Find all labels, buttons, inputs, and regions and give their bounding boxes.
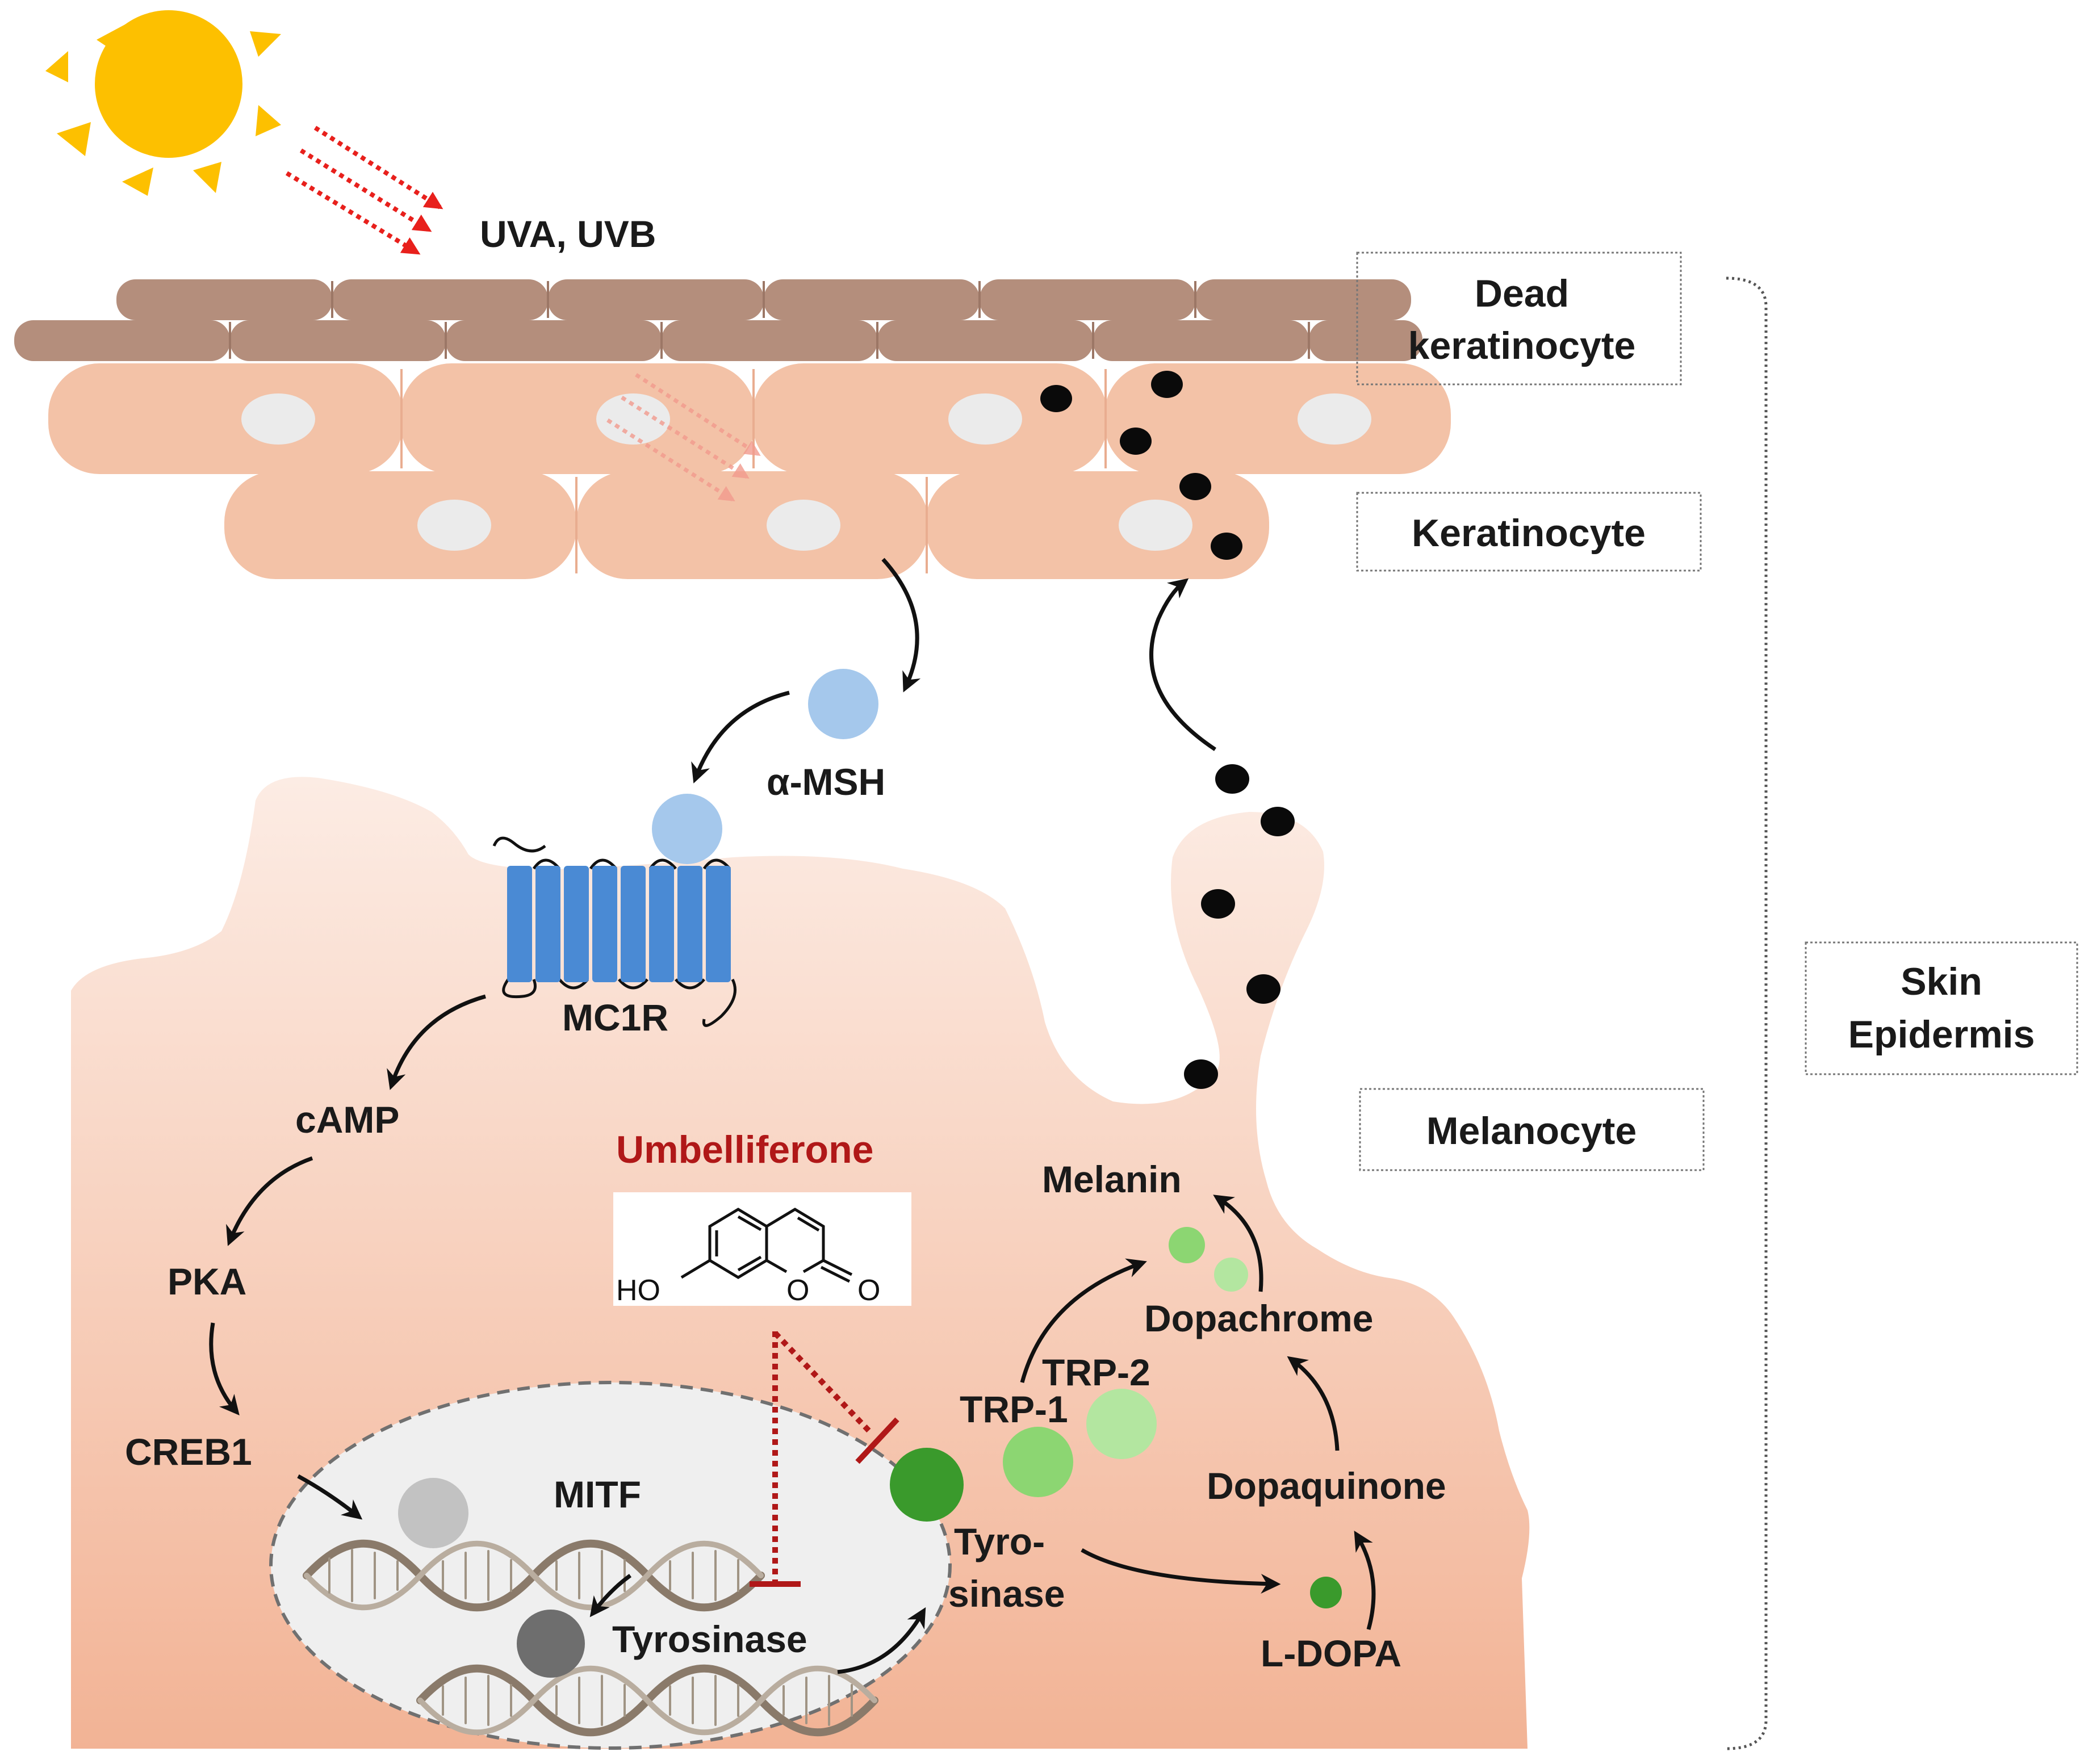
svg-text:keratinocyte: keratinocyte — [1408, 324, 1636, 367]
svg-text:O: O — [786, 1274, 809, 1307]
creb1-label: CREB1 — [125, 1431, 252, 1473]
arrow-melanin-to-keratinocyte — [1149, 578, 1216, 751]
trp2-enzyme — [1086, 1389, 1157, 1459]
arrow-msh-to-mc1r — [691, 690, 790, 783]
arrow-mitf-to-tyrosinase-gene — [589, 1574, 632, 1618]
arrow-gene-to-tyrosinase — [837, 1607, 926, 1674]
svg-text:O: O — [857, 1274, 880, 1307]
arrow-trp-to-melanin — [1020, 1258, 1147, 1383]
arrow-tyrosinase-to-ldopa — [1081, 1548, 1281, 1594]
arrow-dopachrome-to-melanin — [1213, 1195, 1263, 1292]
msh-free — [808, 669, 878, 739]
arrow-ldopa-to-dopaquinone — [1354, 1530, 1376, 1630]
arrow-camp-to-pka — [226, 1156, 313, 1246]
epidermis-bracket — [1726, 276, 1768, 1750]
dead-keratinocyte-box: Dead keratinocyte — [1356, 252, 1682, 386]
tyrosinase-gene-protein — [517, 1610, 585, 1678]
dopachrome-granule-2 — [1214, 1258, 1248, 1292]
keratinocyte-nuclei — [241, 393, 1371, 551]
melanin-in-dendrite — [1184, 764, 1295, 1089]
uv-label: UVA, UVB — [480, 213, 656, 255]
ldopa-label: L-DOPA — [1261, 1632, 1401, 1674]
pka-label: PKA — [168, 1260, 246, 1302]
tyrosinase-gene-label: Tyrosinase — [612, 1618, 807, 1660]
dopachrome-granule-1 — [1169, 1227, 1205, 1263]
tyro-label-line2: sinase — [948, 1573, 1065, 1615]
skin-epidermis-box: Skin Epidermis — [1805, 941, 2078, 1075]
svg-text:Dead: Dead — [1475, 272, 1569, 315]
mc1r-receptor — [492, 836, 736, 1027]
svg-text:Keratinocyte: Keratinocyte — [1412, 512, 1646, 555]
sun-icon — [45, 10, 281, 196]
ldopa-molecule — [1310, 1577, 1342, 1608]
melanin-label: Melanin — [1042, 1158, 1182, 1200]
svg-text:Melanocyte: Melanocyte — [1426, 1109, 1637, 1153]
uv-rays-absorbed — [606, 373, 761, 502]
arrow-mc1r-to-camp — [387, 994, 486, 1090]
arrow-pka-to-creb1 — [209, 1322, 240, 1416]
umbelliferone-structure: HO O O — [613, 1192, 911, 1307]
keratinocyte-box: Keratinocyte — [1356, 492, 1702, 572]
uv-rays — [285, 125, 443, 255]
tyro-label-line1: Tyro- — [954, 1520, 1045, 1562]
dopaquinone-label: Dopaquinone — [1207, 1465, 1446, 1507]
nucleus — [269, 1381, 952, 1750]
mitf-label: MITF — [554, 1473, 641, 1515]
dopachrome-label: Dopachrome — [1144, 1297, 1373, 1339]
arrow-keratinocyte-to-msh — [881, 558, 921, 693]
melanocyte-box: Melanocyte — [1359, 1088, 1705, 1171]
svg-text:Epidermis: Epidermis — [1848, 1013, 2035, 1056]
dna-strand-lower — [416, 1664, 878, 1737]
dna-strand-upper — [303, 1539, 765, 1612]
msh-bound — [652, 794, 722, 864]
melanin-in-keratinocyte — [1040, 371, 1242, 560]
keratinocyte-layer — [48, 363, 1451, 579]
svg-text:HO: HO — [616, 1274, 660, 1307]
mitf-protein — [398, 1478, 468, 1548]
tyrosinase-enzyme — [890, 1448, 964, 1522]
arrow-dopaquinone-to-dopachrome — [1287, 1356, 1340, 1451]
trp1-label: TRP-1 — [960, 1388, 1068, 1430]
umbelliferone-label: Umbelliferone — [616, 1128, 873, 1171]
svg-text:Skin: Skin — [1901, 960, 1982, 1003]
inhibition-lines — [750, 1331, 899, 1587]
trp1-enzyme — [1003, 1427, 1073, 1497]
trp2-label: TRP-2 — [1042, 1351, 1150, 1393]
mc1r-label: MC1R — [562, 996, 668, 1038]
msh-label: α-MSH — [767, 761, 885, 803]
camp-label: cAMP — [295, 1099, 399, 1141]
arrow-creb1-to-mitf — [297, 1474, 363, 1520]
dead-keratinocyte-layer — [14, 279, 1422, 361]
